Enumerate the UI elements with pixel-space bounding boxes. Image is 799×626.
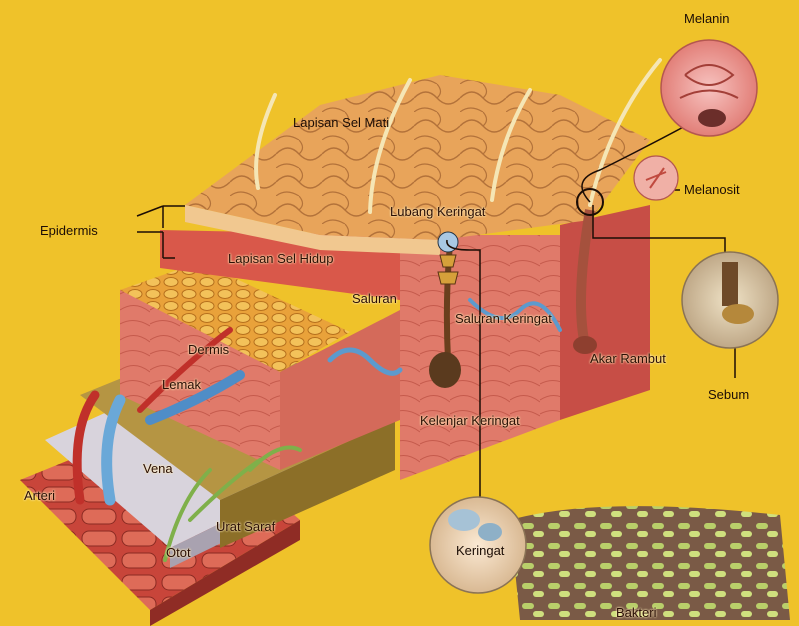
label-saluran-keringat: Saluran Keringat [455,312,552,326]
label-otot: Otot [166,546,191,560]
label-vena: Vena [143,462,173,476]
bacteria-patch [510,506,790,620]
label-arteri: Arteri [24,489,55,503]
label-melanosit: Melanosit [684,183,740,197]
label-lemak: Lemak [162,378,201,392]
label-lubang-keringat: Lubang Keringat [390,205,485,219]
label-urat-saraf: Urat Saraf [216,520,275,534]
label-keringat: Keringat [456,544,504,558]
label-bakteri: Bakteri [616,606,656,620]
label-melanin: Melanin [684,12,730,26]
label-lapisan-sel-mati: Lapisan Sel Mati [293,116,389,130]
sebum-inset [682,252,778,348]
label-dermis: Dermis [188,343,229,357]
melanosit-inset [634,156,678,200]
label-akar-rambut: Akar Rambut [590,352,666,366]
label-kelenjar-keringat: Kelenjar Keringat [420,414,520,428]
melanin-inset [661,40,757,136]
label-saluran: Saluran [352,292,397,306]
label-sebum: Sebum [708,388,749,402]
label-lapisan-sel-hidup: Lapisan Sel Hidup [228,252,334,266]
label-epidermis: Epidermis [40,224,98,238]
